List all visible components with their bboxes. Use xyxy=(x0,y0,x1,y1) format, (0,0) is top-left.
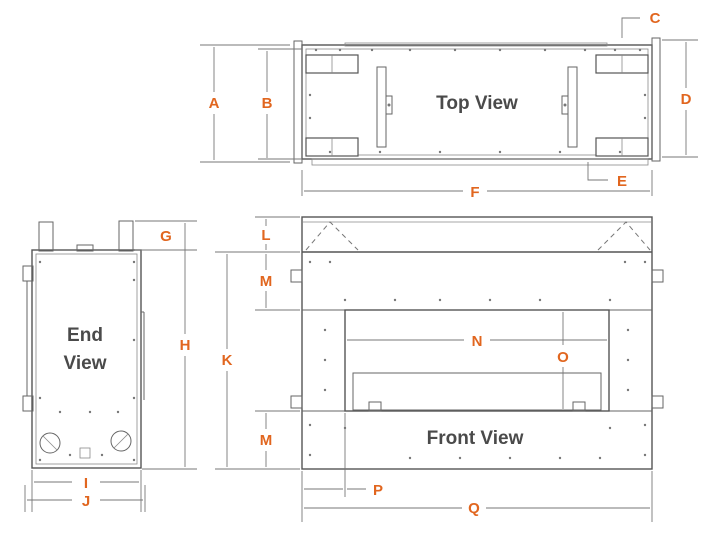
front-view-log-tray xyxy=(352,372,602,411)
top-view-bracket-left xyxy=(376,66,387,148)
end-view-drawing xyxy=(22,220,145,469)
dimension-label-c: C xyxy=(650,10,661,27)
dimension-label-m-top: M xyxy=(260,273,273,290)
front-view-title: Front View xyxy=(427,428,524,449)
top-view-drawing xyxy=(293,37,661,166)
top-view-bracket-right xyxy=(567,66,578,148)
end-view-title-line1: End xyxy=(67,325,103,346)
dimension-label-d: D xyxy=(681,91,692,108)
end-view-rivets xyxy=(38,260,136,462)
end-view-title-line2: View xyxy=(64,353,107,374)
front-view-drawing xyxy=(290,216,664,470)
top-view-dimension-lines xyxy=(200,17,698,196)
dimension-label-h: H xyxy=(180,337,191,354)
dimension-label-o: O xyxy=(557,349,569,366)
front-view-dimension-lines xyxy=(215,216,653,522)
dimension-label-q: Q xyxy=(468,500,480,517)
end-view-vent-left xyxy=(39,432,61,454)
dimension-label-p: P xyxy=(373,482,383,499)
end-view-vent-right xyxy=(110,430,132,452)
top-view-rivets xyxy=(308,48,647,154)
dimension-label-f: F xyxy=(470,184,479,201)
top-view-title: Top View xyxy=(436,93,518,114)
dimension-label-b: B xyxy=(262,95,273,112)
front-view-firebox xyxy=(344,309,610,412)
dimension-label-j: J xyxy=(82,493,90,510)
dimension-label-e: E xyxy=(617,173,627,190)
dimension-label-g: G xyxy=(160,228,172,245)
dimension-label-k: K xyxy=(222,352,233,369)
dimension-label-l: L xyxy=(261,227,270,244)
dimension-label-m-bottom: M xyxy=(260,432,273,449)
dimension-label-n: N xyxy=(472,333,483,350)
dimension-label-a: A xyxy=(209,95,220,112)
front-view-rivets xyxy=(308,260,647,460)
dimension-label-i: I xyxy=(84,475,88,492)
end-view-dimension-lines xyxy=(24,220,197,512)
